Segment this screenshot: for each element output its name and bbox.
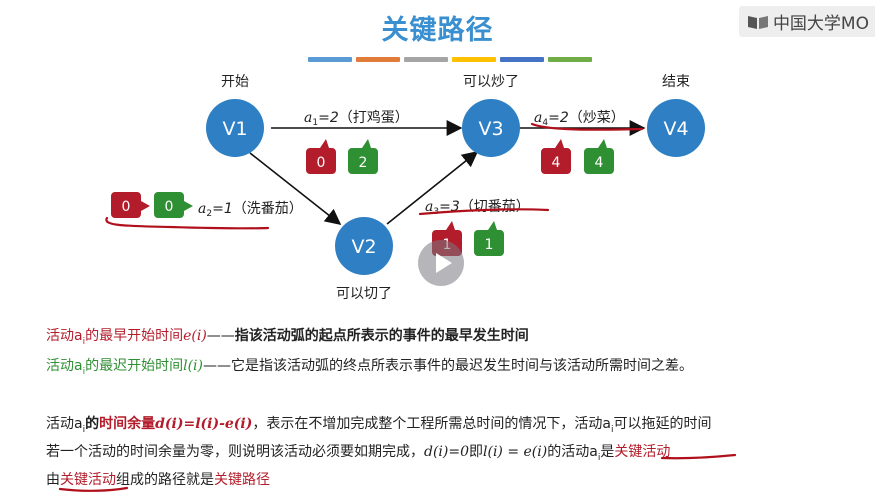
text-sub: i [597, 452, 601, 463]
svg-text:2: 2 [359, 155, 368, 171]
edge-a2-label: a2=1（洗番茄） [198, 200, 303, 219]
term-desc: 指该活动弧的起点所表示的事件的最早发生时间 [234, 328, 529, 344]
term-prefix: 活动a [46, 328, 83, 344]
edge-a4-early-tag: 4 [541, 139, 571, 174]
term-rest: 的最迟开始时间 [85, 358, 184, 374]
node-v2-caption: 可以切了 [336, 286, 392, 302]
title-color-bar [308, 57, 592, 62]
node-v2 [335, 217, 393, 275]
text-end: 可以拖延的时间 [613, 416, 712, 432]
edge-a1-label: a1=2（打鸡蛋） [304, 109, 409, 128]
edge-a4-label: a4=2（炒菜） [534, 110, 625, 128]
book-icon [747, 15, 768, 29]
node-v3 [462, 99, 520, 157]
edge-a2-early-tag: 0 [111, 192, 150, 218]
term-sub: i [82, 336, 86, 347]
edge-a3-label: a3=3（切番茄） [425, 198, 530, 217]
color-bar-segment [500, 57, 544, 62]
edge-a4-late-tag: 4 [584, 139, 614, 174]
term-prefix: 活动a [46, 358, 83, 374]
node-v1-label: V1 [222, 118, 247, 140]
formula-equal: l(i) = e(i) [483, 444, 548, 460]
text-mid3: 是 [600, 444, 615, 460]
svg-text:0: 0 [165, 199, 174, 215]
color-bar-segment [404, 57, 448, 62]
node-v4 [647, 99, 705, 157]
definition-latest-start: 活动ai的最迟开始时间l(i)——它是指该活动弧的终点所表示事件的最迟发生时间与… [46, 355, 693, 377]
color-bar-segment [452, 57, 496, 62]
handdrawn-underline-a4 [530, 122, 644, 131]
term-desc: 它是指该活动弧的终点所表示事件的最迟发生时间与该活动所需时间之差。 [231, 358, 693, 374]
node-v3-caption: 可以炒了 [463, 74, 519, 90]
svg-text:0: 0 [122, 199, 131, 215]
term-rest: 的最早开始时间 [85, 328, 184, 344]
term-dash: —— [203, 358, 231, 374]
svg-text:0: 0 [317, 155, 326, 171]
svg-text:4: 4 [552, 155, 561, 171]
definition-earliest-start: 活动ai的最早开始时间e(i)——指该活动弧的起点所表示的事件的最早发生时间 [46, 325, 529, 347]
node-v4-caption: 结束 [662, 74, 690, 90]
text-prefix: 由 [46, 472, 60, 488]
text-mid: 的 [85, 416, 100, 432]
text-sub: i [610, 424, 614, 435]
handdrawn-underline-key-activity [660, 453, 737, 460]
term-dash: —— [206, 328, 235, 344]
definition-critical-path: 由关键活动组成的路径就是关键路径 [46, 469, 270, 489]
slack-formula: d(i)=l(i)-e(i) [155, 416, 253, 432]
mooc-watermark: 中国大学MO [738, 6, 875, 37]
text-desc: ，表示在不增加完成整个工程所需总时间的情况下，活动a [252, 416, 611, 432]
edge-a2-late-tag: 0 [154, 192, 193, 218]
brand-text: 中国大学MO [772, 14, 869, 34]
handdrawn-underline-key-activity-2 [58, 486, 129, 492]
term-key-activity: 关键活动 [60, 472, 116, 488]
node-v4-label: V4 [663, 118, 688, 140]
edge-a1-late-tag: 2 [348, 139, 378, 174]
color-bar-segment [308, 57, 352, 62]
text-sub: i [82, 424, 86, 435]
color-bar-segment [548, 57, 592, 62]
page-title: 关键路径 [381, 15, 494, 46]
node-v2-label: V2 [351, 236, 376, 258]
edge-a1-early-tag: 0 [306, 139, 336, 174]
text-mid: 即 [469, 444, 484, 460]
text-main: 若一个活动的时间余量为零，则说明该活动必须要如期完成， [46, 444, 424, 460]
svg-text:4: 4 [595, 155, 604, 171]
svg-text:1: 1 [485, 237, 494, 253]
definition-slack-time: 活动ai的时间余量d(i)=l(i)-e(i)，表示在不增加完成整个工程所需总时… [46, 413, 711, 435]
term-key-activity: 关键活动 [614, 444, 671, 460]
formula-zero-slack: d(i)=0 [424, 444, 470, 460]
term-critical-path: 关键路径 [214, 472, 270, 488]
handdrawn-underline-a3 [418, 208, 550, 216]
edge-a3 [386, 151, 479, 225]
node-v1 [206, 99, 264, 157]
handdrawn-underline-a2 [105, 216, 270, 230]
edge-a2 [249, 152, 342, 225]
video-play-button[interactable] [418, 240, 464, 286]
node-v3-label: V3 [478, 118, 503, 140]
edge-a3-late-tag: 1 [474, 221, 504, 256]
term-math: e(i) [183, 328, 207, 344]
text-mid2: 的活动a [547, 444, 598, 460]
definition-key-activity: 若一个活动的时间余量为零，则说明该活动必须要如期完成，d(i)=0即l(i) =… [46, 441, 670, 463]
text-mid: 组成的路径就是 [116, 472, 214, 488]
node-v1-caption: 开始 [221, 74, 249, 90]
term-math: l(i) [183, 358, 203, 374]
color-bar-segment [356, 57, 400, 62]
term-slack: 时间余量 [99, 416, 156, 432]
term-sub: i [82, 366, 86, 377]
text-prefix: 活动a [46, 416, 83, 432]
